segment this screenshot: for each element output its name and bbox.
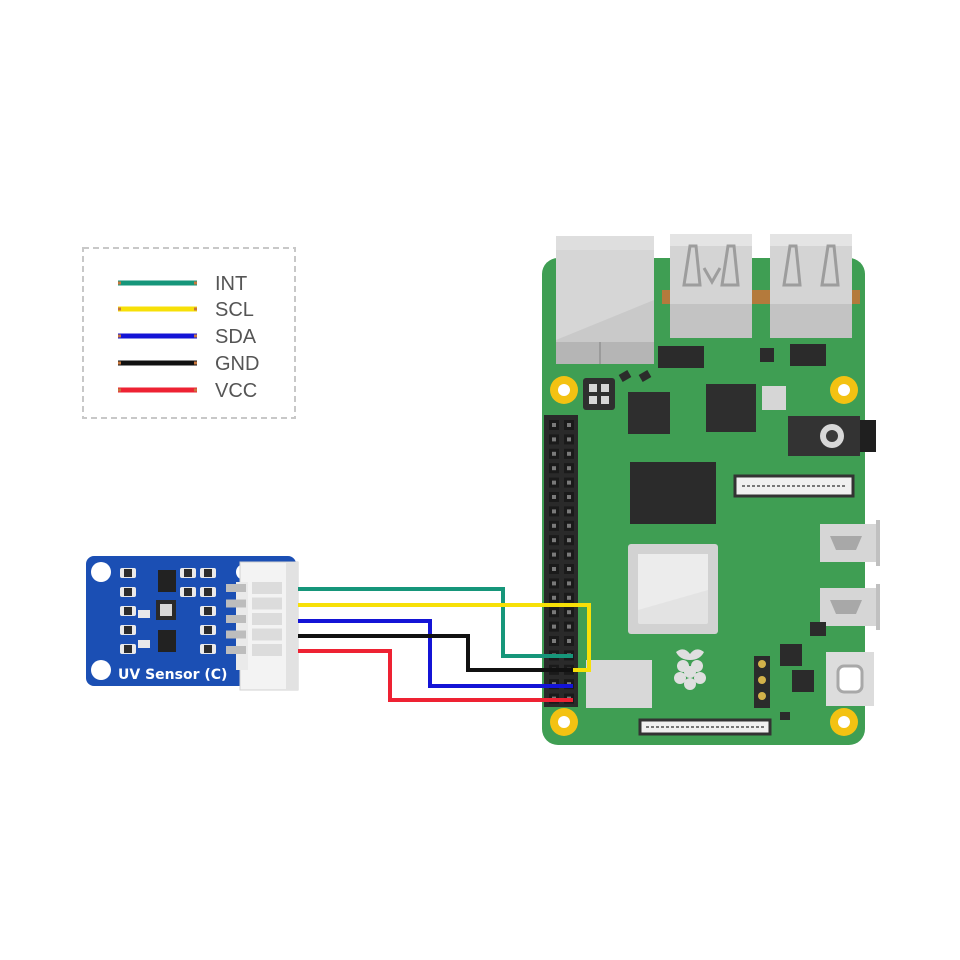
sensor-connector — [226, 561, 299, 691]
connector-pin — [226, 584, 246, 592]
connector-pin — [226, 646, 246, 654]
wire-legend: INT SCL SDA GND VCC — [82, 247, 296, 419]
raspberry-logo-icon — [674, 649, 706, 690]
chip-small-left — [628, 392, 670, 434]
mounting-hole-top-right — [830, 376, 858, 404]
poe-header-shield — [586, 660, 652, 708]
legend-label-scl: SCL — [215, 299, 254, 321]
mounting-hole-top-left — [550, 376, 578, 404]
jumper-header — [583, 378, 615, 410]
legend-item-int: INT — [118, 273, 247, 295]
connector-pin — [226, 615, 246, 623]
soc-chip — [628, 544, 718, 634]
mounting-hole-bottom-left — [550, 708, 578, 736]
legend-label-sda: SDA — [215, 326, 257, 348]
wire-sda — [298, 619, 573, 688]
legend-label-gnd: GND — [215, 353, 259, 375]
chip-ram — [630, 462, 716, 524]
sensor-ic-top — [158, 570, 176, 592]
sensor-mount-hole-bottom — [91, 660, 111, 680]
wire-gnd — [298, 634, 573, 672]
wires — [298, 587, 591, 702]
legend-frame — [82, 247, 296, 419]
legend-item-scl: SCL — [118, 299, 254, 321]
wire-vcc — [298, 649, 573, 702]
legend-item-gnd: GND — [118, 353, 259, 375]
wire-int — [298, 587, 573, 658]
usb-port-left — [670, 234, 752, 338]
mounting-hole-bottom-right — [830, 708, 858, 736]
micro-hdmi-port-2 — [820, 584, 880, 630]
gpio-header — [544, 415, 578, 707]
wire-scl — [298, 603, 591, 672]
uv-sensor-module: UV Sensor (C) — [86, 556, 299, 691]
legend-label-int: INT — [215, 273, 247, 295]
legend-item-vcc: VCC — [118, 380, 257, 402]
micro-hdmi-port-1 — [820, 520, 880, 566]
usb-port-right — [770, 234, 852, 338]
sensor-mount-hole-top — [91, 562, 111, 582]
sensor-ic-bottom — [158, 630, 176, 652]
ethernet-port — [556, 236, 654, 364]
connector-pin — [226, 599, 246, 608]
legend-label-vcc: VCC — [215, 380, 257, 402]
usb-c-power-port — [826, 652, 874, 706]
chip-small-right — [706, 384, 756, 432]
audio-jack — [788, 416, 876, 456]
raspberry-pi-board — [542, 234, 880, 745]
sensor-label: UV Sensor (C) — [118, 667, 227, 683]
connector-pin — [226, 630, 246, 639]
legend-item-sda: SDA — [118, 326, 257, 348]
camera-connector — [638, 718, 772, 736]
